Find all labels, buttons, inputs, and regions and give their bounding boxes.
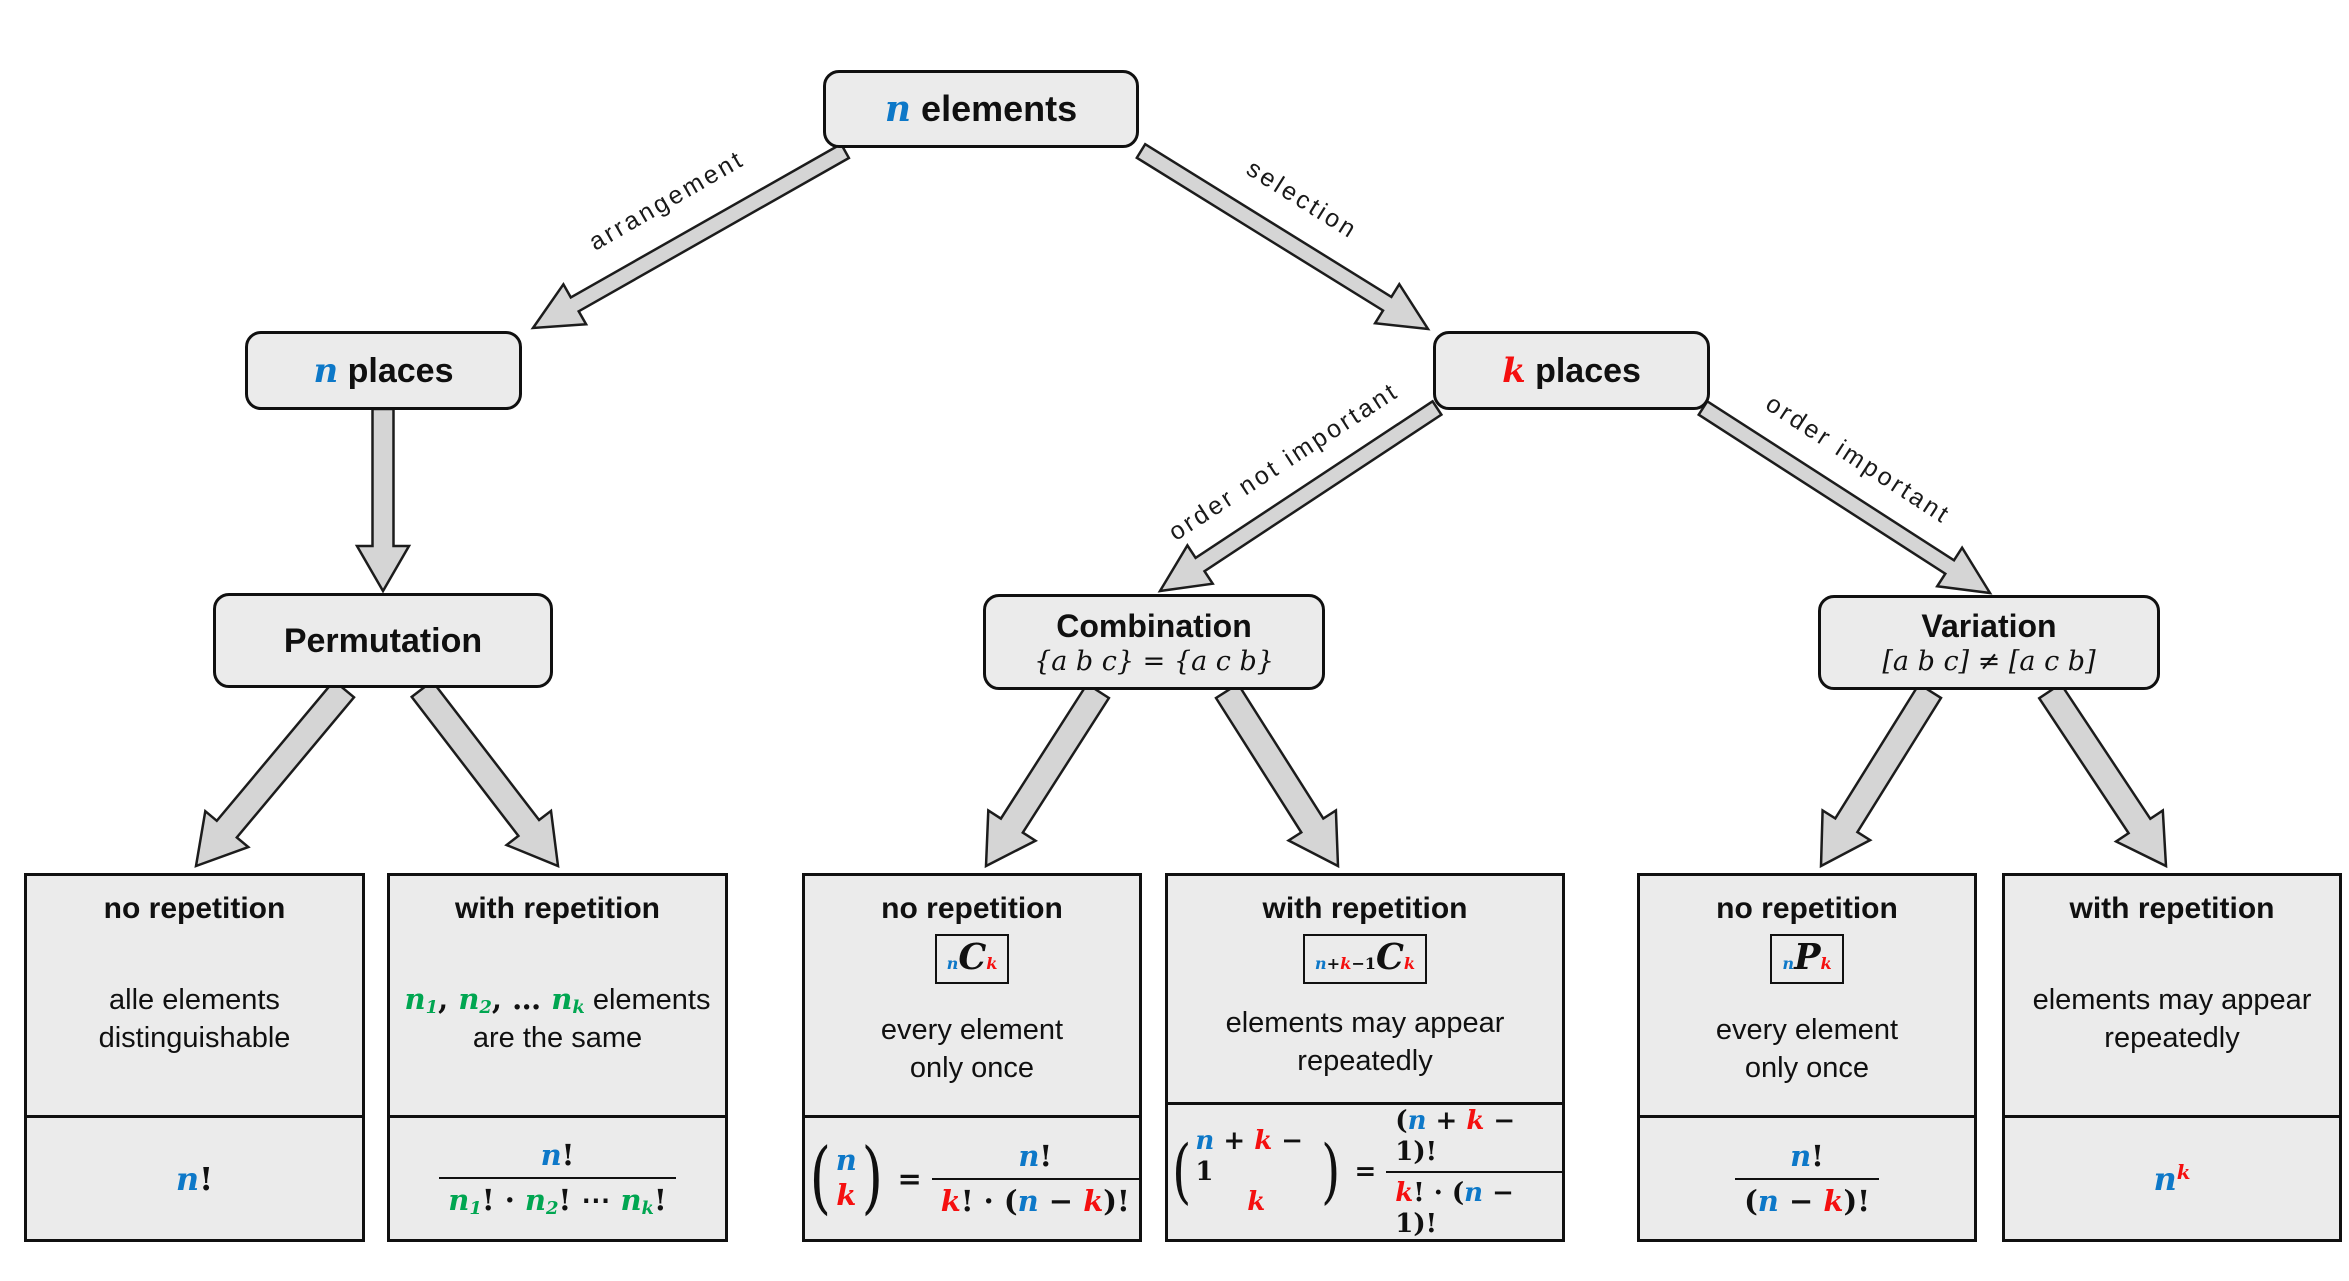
arrow-permutation-to-no-repetition xyxy=(194,678,356,868)
node-variation: Variation [a b c] ≠ [a c b] xyxy=(1818,595,2160,690)
leaf-description: every element only once xyxy=(1715,1013,1899,1084)
node-variation-example: [a b c] ≠ [a c b] xyxy=(1882,646,2096,677)
node-k-places: k places xyxy=(1433,331,1710,410)
leaf-permutation-with-repetition: with repetition n1, n2, … nk elements ar… xyxy=(387,873,728,1242)
arrow-n-places-to-permutation xyxy=(354,407,412,594)
leaf-header: no repetition xyxy=(881,892,1063,925)
leaf-header: no repetition xyxy=(103,892,286,925)
arrow-variation-to-no-repetition xyxy=(1819,682,1943,869)
leaf-header: with repetition xyxy=(2069,892,2275,925)
leaf-header: with repetition xyxy=(455,892,660,925)
node-k-places-label: k places xyxy=(1502,350,1641,391)
node-combination-label: Combination xyxy=(1056,607,1252,644)
node-n-places-label: n places xyxy=(313,350,454,391)
arrow-variation-to-with-repetition xyxy=(2037,682,2168,869)
leaf-header: no repetition xyxy=(1716,892,1898,925)
arrow-root-to-k-places xyxy=(1135,142,1431,331)
leaf-description: every element only once xyxy=(880,1013,1064,1084)
leaf-description: n1, n2, … nk elements are the same xyxy=(404,982,711,1054)
arrow-combination-to-no-repetition xyxy=(984,682,1111,869)
leaf-description: elements may appear repeatedly xyxy=(2032,983,2312,1054)
leaf-permutation-no-repetition: no repetition alle elements distinguisha… xyxy=(24,873,365,1242)
node-n-places: n places xyxy=(245,331,522,410)
node-combination-example: {a b c} = {a c b} xyxy=(1034,645,1274,677)
arrow-root-to-n-places xyxy=(530,142,851,330)
leaf-description: alle elements distinguishable xyxy=(98,983,291,1054)
formula-binomial-repetition: ( n + k − 1 k ) = (n + k − 1)! k! · (n −… xyxy=(1168,1105,1562,1239)
node-combination: Combination {a b c} = {a c b} xyxy=(983,594,1325,690)
formula-n-factorial: n! xyxy=(175,1159,214,1198)
right-paren: ) xyxy=(1321,1130,1341,1213)
node-n-elements: n elements xyxy=(823,70,1139,148)
formula-multinomial: n! n1! · n2! ⋯ nk! xyxy=(439,1138,676,1219)
leaf-header: with repetition xyxy=(1262,892,1468,925)
right-paren: ) xyxy=(861,1132,883,1224)
left-paren: ( xyxy=(809,1132,832,1224)
equals-sign: = xyxy=(897,1161,922,1196)
arrow-k-places-to-combination xyxy=(1157,399,1444,593)
arrow-combination-to-with-repetition xyxy=(1214,682,1340,869)
equals-sign: = xyxy=(1354,1157,1377,1187)
arrow-k-places-to-variation xyxy=(1696,399,1993,595)
arrow-permutation-to-with-repetition xyxy=(409,679,560,868)
formula-n-power-k: nk xyxy=(2153,1159,2191,1198)
formula-partial-permutation: n! (n − k)! xyxy=(1735,1139,1879,1219)
left-paren: ( xyxy=(1172,1130,1192,1213)
leaf-description: elements may appear repeatedly xyxy=(1225,1007,1505,1078)
node-permutation-label: Permutation xyxy=(283,621,483,660)
formula-binomial: ( n k ) = n! k! · (n − k)! xyxy=(805,1132,1139,1224)
node-variation-label: Variation xyxy=(1921,608,2057,644)
leaf-variation-with-repetition: with repetition elements may appear repe… xyxy=(2002,873,2342,1242)
node-n-elements-label: n elements xyxy=(884,88,1078,130)
node-permutation: Permutation xyxy=(213,593,553,688)
